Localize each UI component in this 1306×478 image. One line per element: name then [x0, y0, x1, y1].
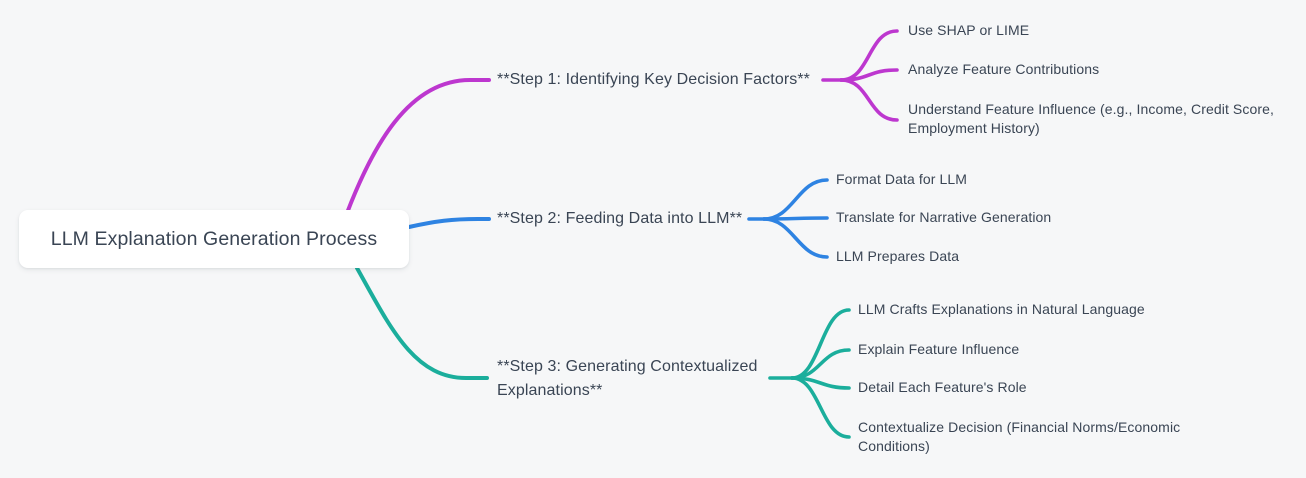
branch-2-child-3[interactable]: LLM Prepares Data	[836, 248, 960, 264]
branch-2-root-link	[407, 217, 491, 229]
branch-1-links	[345, 29, 899, 215]
branch-2-child-1-link	[762, 178, 829, 221]
branch-2-links	[407, 178, 829, 259]
branch-1-child-1-link	[839, 29, 899, 82]
branch-1-child-2[interactable]: Analyze Feature Contributions	[908, 61, 1100, 77]
branch-1-child-1[interactable]: Use SHAP or LIME	[908, 22, 1030, 38]
branch-2-child-2[interactable]: Translate for Narrative Generation	[836, 209, 1052, 225]
branch-1-child-3-link	[839, 78, 899, 122]
branch-3-child-4[interactable]: Contextualize Decision (Financial Norms/…	[858, 419, 1181, 454]
branch-3-child-2[interactable]: Explain Feature Influence	[858, 341, 1020, 357]
branch-3-label[interactable]: **Step 3: Generating Contextualized Expl…	[497, 358, 758, 399]
branch-3-links	[355, 266, 851, 439]
branch-1-root-link	[345, 78, 491, 215]
branch-3-child-1[interactable]: LLM Crafts Explanations in Natural Langu…	[858, 301, 1145, 317]
branch-3-root-link	[355, 266, 489, 380]
branch-2-child-1[interactable]: Format Data for LLM	[836, 171, 968, 187]
branch-3-child-3[interactable]: Detail Each Feature's Role	[858, 379, 1027, 395]
branch-3-child-4-link	[790, 376, 851, 439]
root-node[interactable]: LLM Explanation Generation Process	[19, 210, 409, 268]
root-node-label: LLM Explanation Generation Process	[50, 227, 378, 250]
branch-1-label[interactable]: **Step 1: Identifying Key Decision Facto…	[497, 71, 811, 88]
branch-2-label[interactable]: **Step 2: Feeding Data into LLM**	[497, 210, 743, 227]
branch-1-child-3[interactable]: Understand Feature Influence (e.g., Inco…	[908, 101, 1274, 136]
branch-2-child-3-link	[762, 217, 829, 259]
branch-1-child-2-link	[839, 68, 899, 82]
